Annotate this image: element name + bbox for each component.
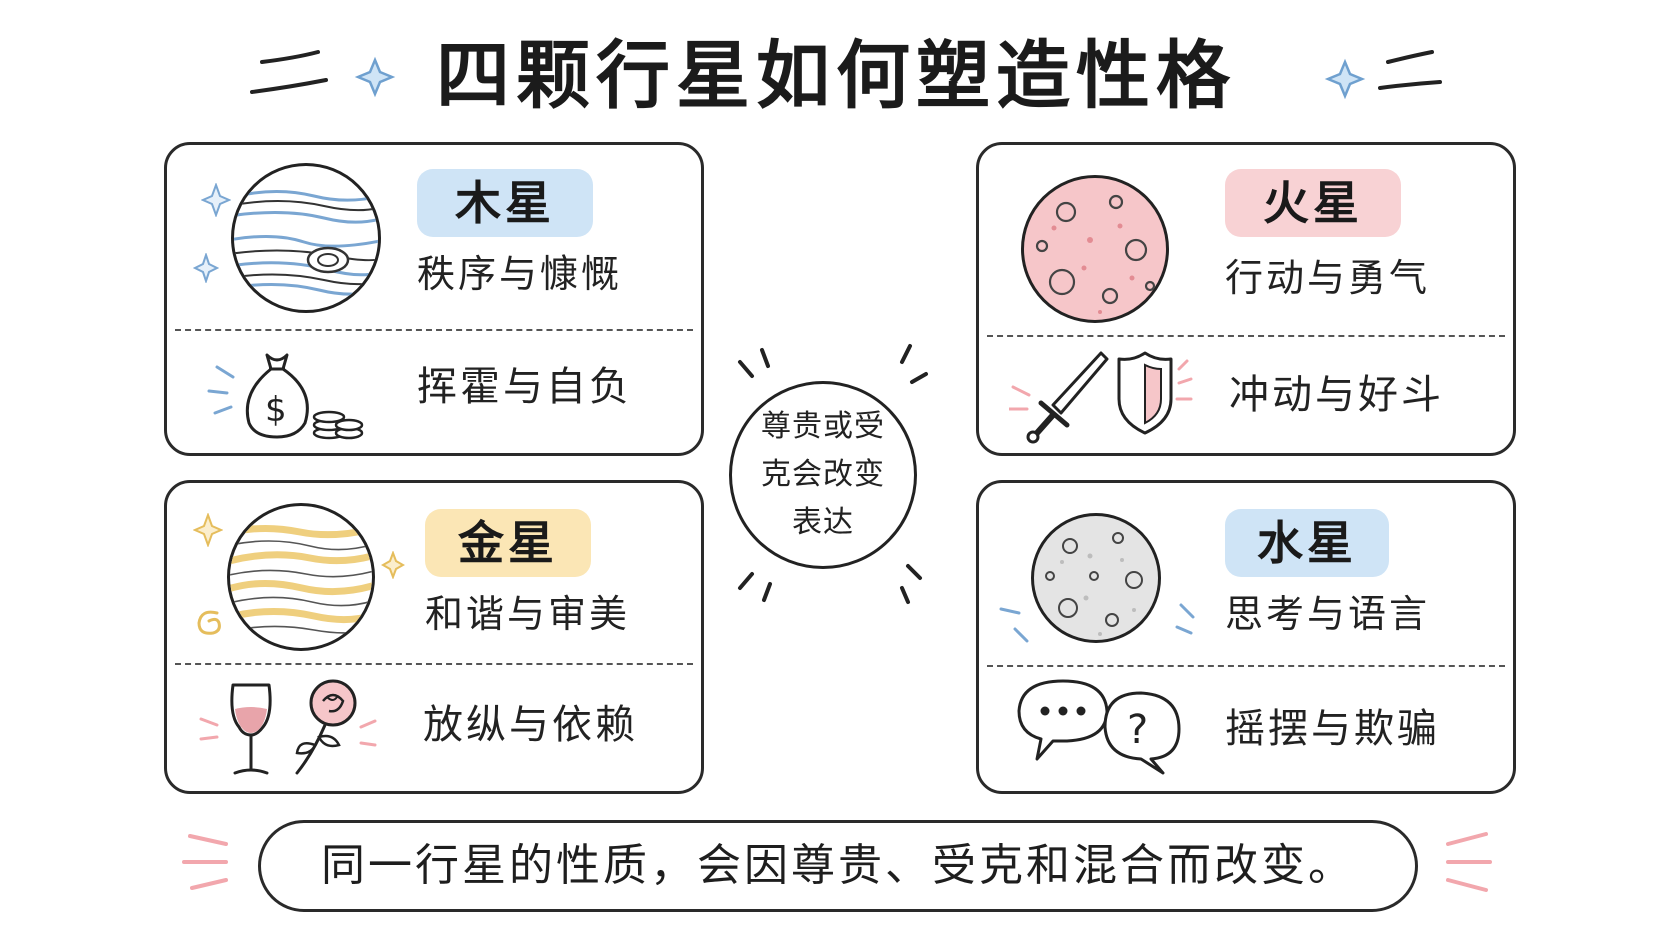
planet-negative-trait: 冲动与好斗 (1229, 372, 1444, 418)
jupiter-planet-icon (231, 163, 381, 313)
center-note-text: 尊贵或受克会改变表达 (761, 409, 885, 540)
card-divider (175, 663, 693, 665)
card-divider (175, 329, 693, 331)
sparkle-icon (193, 253, 219, 283)
shield-icon (1117, 351, 1193, 435)
planet-positive-trait: 行动与勇气 (1225, 256, 1431, 300)
center-rays (738, 344, 928, 604)
page-title: 四颗行星如何塑造性格 (436, 33, 1236, 119)
center-note-circle: 尊贵或受克会改变表达 (729, 381, 917, 569)
planet-name-badge: 火星 (1225, 169, 1401, 237)
title-flourish-right (1378, 50, 1442, 90)
speech-bubble-icon (1017, 679, 1109, 761)
planet-positive-trait: 秩序与慷慨 (417, 252, 623, 296)
planet-name-badge: 木星 (417, 169, 593, 237)
rose-icon (295, 679, 377, 775)
planet-negative-trait: 放纵与依赖 (423, 702, 638, 748)
card-divider (987, 665, 1505, 667)
card-mars: 火星 行动与勇气 冲动与好斗 (976, 142, 1516, 456)
mars-planet-icon (1021, 175, 1169, 323)
card-jupiter: 木星 秩序与慷慨 $ 挥霍与自负 (164, 142, 704, 456)
swirl-icon (197, 610, 221, 635)
sparkle-icon (201, 183, 231, 217)
sparkle-icon (1324, 58, 1366, 100)
footer-note: 同一行星的性质，会因尊贵、受克和混合而改变。 (258, 820, 1418, 912)
footer-accent-right (1446, 832, 1492, 892)
planet-positive-trait: 思考与语言 (1225, 592, 1431, 636)
sparkle-lines-icon (999, 603, 1195, 643)
wine-glass-icon (199, 683, 272, 775)
card-venus: 金星 和谐与审美 放纵与依赖 (164, 480, 704, 794)
title-flourish-left (250, 50, 328, 94)
planet-positive-trait: 和谐与审美 (425, 592, 631, 636)
planet-negative-trait: 摇摆与欺骗 (1225, 706, 1440, 752)
card-mercury: 水星 思考与语言 ? 摇摆与欺骗 (976, 480, 1516, 794)
planet-name-badge: 金星 (425, 509, 591, 577)
sparkle-icon (381, 551, 405, 579)
svg-text:?: ? (1127, 707, 1148, 753)
planet-name-badge: 水星 (1225, 509, 1389, 577)
question-bubble-icon: ? (1103, 691, 1181, 775)
sword-icon (1009, 351, 1109, 444)
sparkle-icon (354, 56, 396, 98)
sparkle-icon (193, 513, 223, 547)
svg-text:$: $ (265, 390, 287, 430)
venus-planet-icon (227, 503, 375, 651)
money-bag-icon: $ (207, 353, 364, 440)
mercury-planet-icon (1031, 513, 1161, 643)
card-divider (987, 335, 1505, 337)
planet-negative-trait: 挥霍与自负 (417, 364, 632, 410)
footer-accent-left (182, 834, 228, 890)
